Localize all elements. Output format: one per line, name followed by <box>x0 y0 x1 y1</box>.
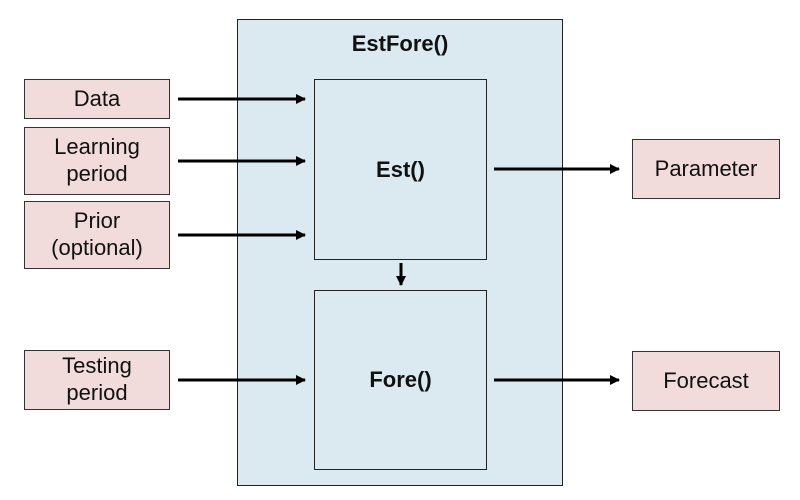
est-label: Est() <box>376 156 425 182</box>
fore-box: Fore() <box>314 290 487 470</box>
output-forecast-box: Forecast <box>632 351 780 411</box>
input-data-box: Data <box>24 79 170 119</box>
input-learning-period-line1: Learning <box>54 134 140 160</box>
output-parameter-label: Parameter <box>654 155 758 181</box>
est-box: Est() <box>314 79 487 260</box>
input-prior-line2: (optional) <box>51 235 143 260</box>
input-testing-period-line1: Testing <box>62 353 132 379</box>
input-learning-period-line2: period <box>66 161 128 186</box>
input-data-label: Data <box>73 85 121 111</box>
fore-label: Fore() <box>369 367 432 392</box>
input-testing-period-line2: period <box>66 380 128 405</box>
input-prior-box: Prior (optional) <box>24 201 170 269</box>
input-learning-period-box: Learning period <box>24 127 170 195</box>
input-testing-period-box: Testing period <box>24 350 170 410</box>
output-parameter-box: Parameter <box>632 139 780 199</box>
estfore-title: EstFore() <box>351 31 449 56</box>
output-forecast-label: Forecast <box>663 367 749 393</box>
input-prior-line1: Prior <box>73 208 121 234</box>
